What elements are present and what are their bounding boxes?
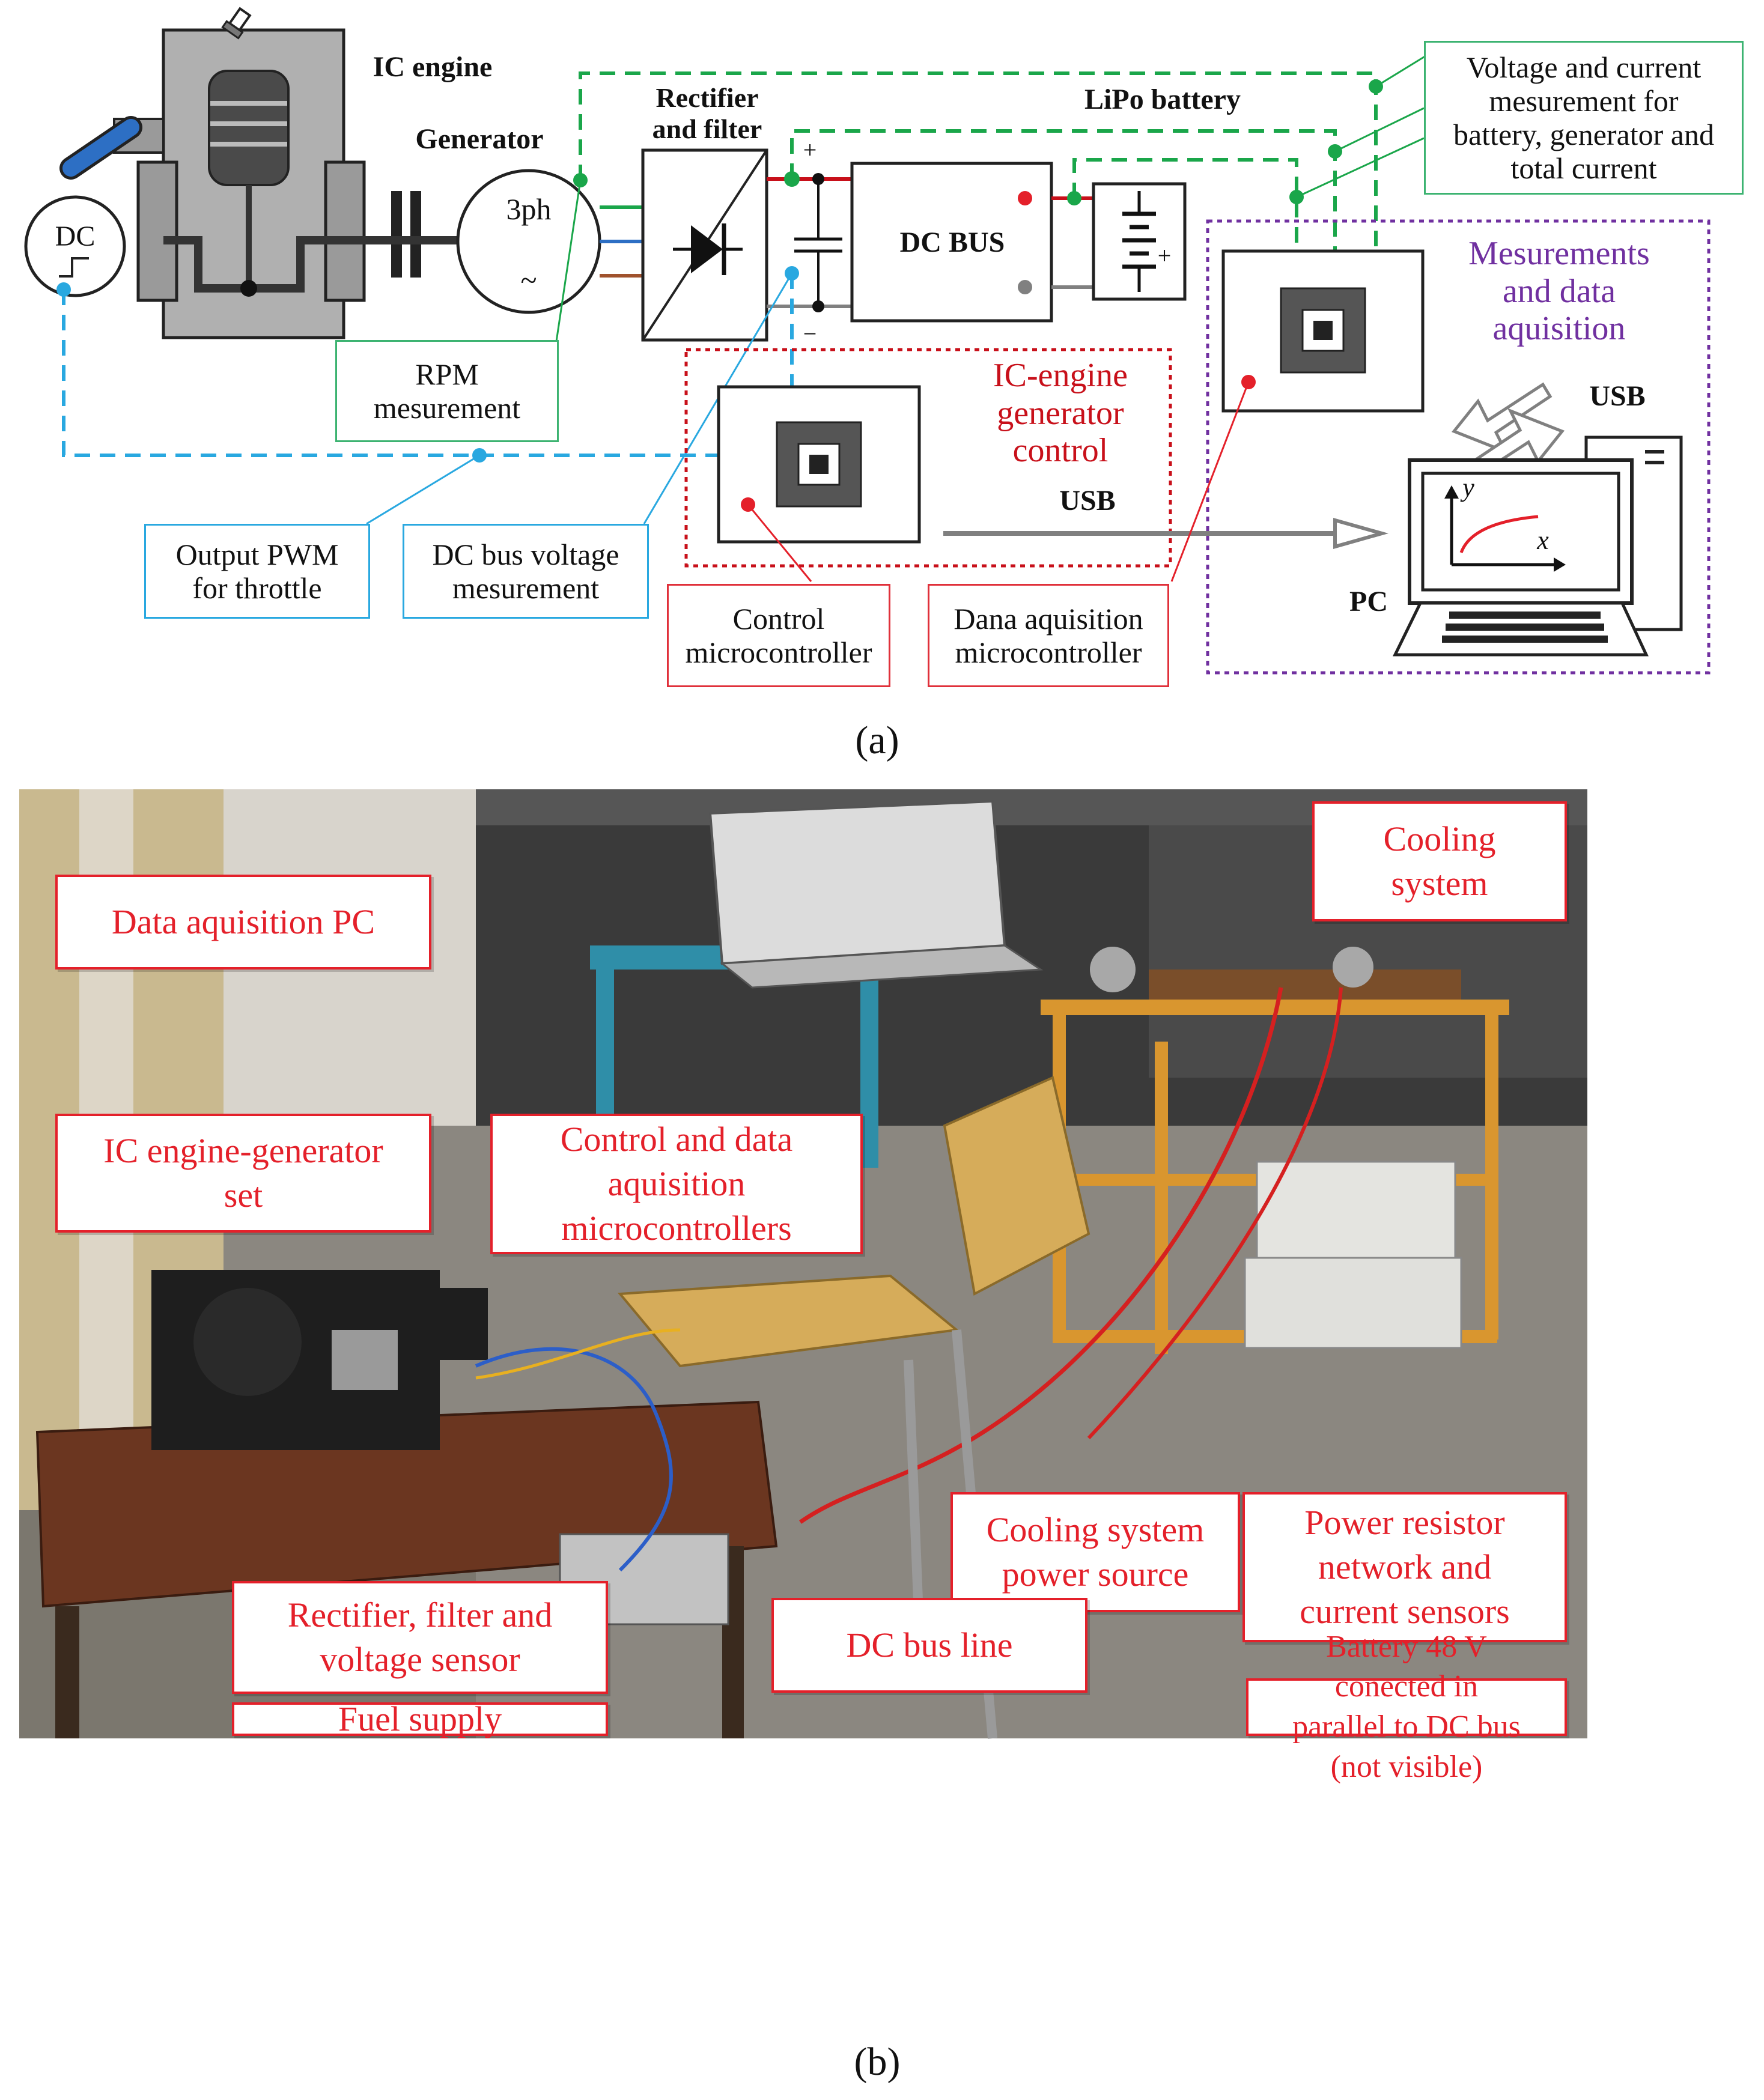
label-resistor-network: Power resistor network and current senso…: [1242, 1492, 1567, 1642]
measurement-group-border: [1206, 219, 1711, 675]
usb-mid-label: USB: [1059, 485, 1116, 517]
label-ic-engine-set: IC engine-generator set: [55, 1114, 431, 1233]
daq-mcu-chip-icon: [1280, 287, 1366, 374]
label-rectifier-sensor: Rectifier, filter and voltage sensor: [232, 1581, 608, 1694]
rpm-box: RPM mesurement: [335, 340, 559, 442]
pc-label: PC: [1349, 586, 1388, 618]
label-dc-bus-line: DC bus line: [771, 1598, 1087, 1693]
battery-plus-label: +: [1157, 241, 1172, 269]
dc-bus-box: [850, 162, 1053, 323]
dc-motor-label: DC: [55, 220, 96, 253]
control-mcu-label-box: Control microcontroller: [667, 584, 890, 687]
generator-title: Generator: [415, 123, 544, 156]
control-group-label: IC-engine generator control: [993, 356, 1128, 470]
measurement-group-label: Mesurements and data aquisition: [1468, 234, 1650, 348]
label-cooling-power: Cooling system power source: [950, 1492, 1240, 1612]
label-control-daq-mcu: Control and data aquisition microcontrol…: [490, 1114, 863, 1254]
caption-b: (b): [854, 2040, 901, 2084]
label-daq-pc: Data aquisition PC: [55, 875, 431, 970]
bus-minus-label: −: [803, 320, 817, 347]
test-bench-photo: Data aquisition PC Cooling system IC eng…: [19, 789, 1587, 1784]
control-group-border: [684, 348, 1172, 568]
lipo-battery-title: LiPo battery: [1084, 83, 1241, 116]
daq-mcu-label-box: Dana aquisition microcontroller: [928, 584, 1169, 687]
dc-bus-voltage-box: DC bus voltage mesurement: [403, 524, 649, 619]
tilde-label: ~: [520, 263, 537, 297]
three-phase-label: 3ph: [506, 192, 552, 226]
bus-plus-label: +: [803, 136, 817, 163]
ic-engine: [59, 7, 421, 339]
axis-x-label: x: [1537, 526, 1549, 556]
label-fuel-supply: Fuel supply: [232, 1699, 608, 1738]
voltage-current-box: Voltage and current mesurement for batte…: [1424, 41, 1744, 195]
axis-y-label: y: [1462, 473, 1474, 503]
usb-right-label: USB: [1589, 380, 1646, 413]
dc-bus-title: DC BUS: [899, 226, 1005, 259]
output-pwm-box: Output PWM for throttle: [144, 524, 370, 619]
control-mcu-chip-icon: [776, 421, 862, 508]
label-cooling-system: Cooling system: [1312, 801, 1567, 921]
dc-motor-symbol: [24, 195, 126, 297]
caption-a: (a): [855, 718, 899, 763]
label-battery: Battery 48 V conected in parallel to DC …: [1246, 1630, 1567, 1784]
rectifier-title: Rectifier and filter: [652, 82, 762, 144]
ic-engine-title: IC engine: [373, 51, 493, 83]
pc-icon: [1392, 435, 1683, 657]
